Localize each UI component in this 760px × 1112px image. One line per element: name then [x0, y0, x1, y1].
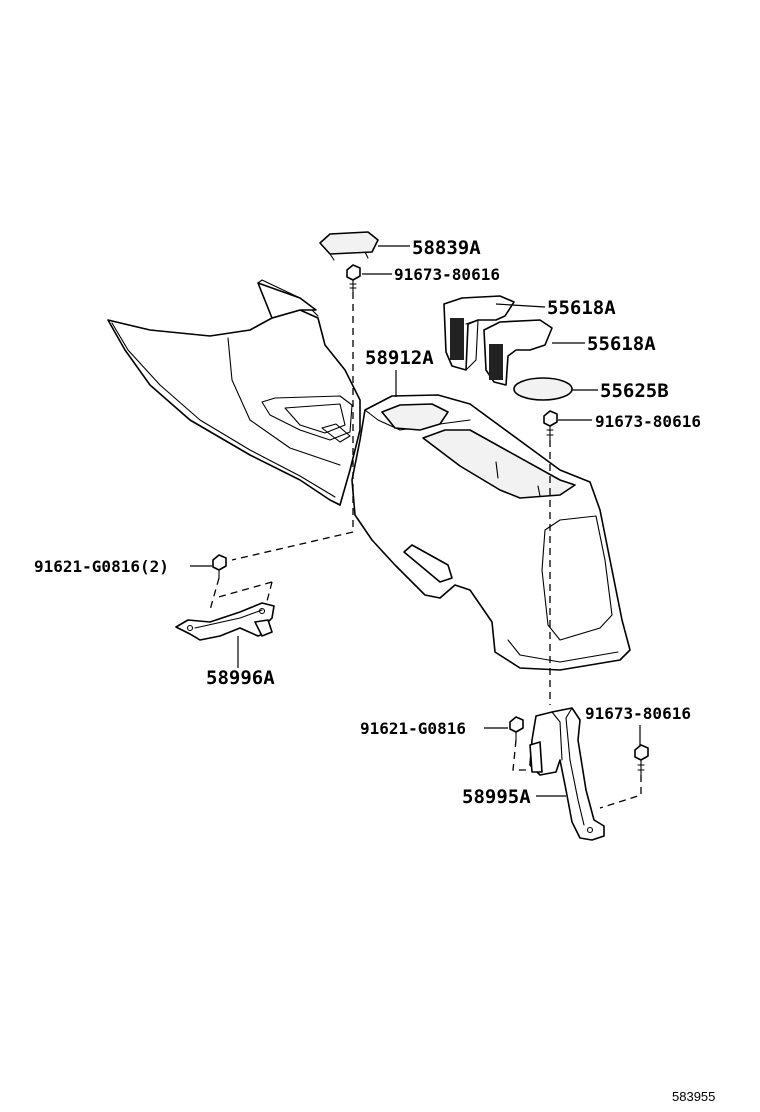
pad-55625b-icon: [513, 377, 573, 401]
console-body: [107, 279, 631, 671]
label-91673-top: 91673-80616: [394, 265, 500, 284]
label-91673-right: 91673-80616: [585, 704, 691, 723]
part-labels: 58839A 91673-80616 55618A 55618A 58912A …: [34, 237, 701, 808]
bracket-58996a-icon: [175, 602, 275, 641]
label-91621-right: 91621-G0816: [360, 719, 466, 738]
label-58839a: 58839A: [412, 237, 481, 259]
bracket-58995a-icon: [529, 707, 605, 841]
label-55618a-2: 55618A: [587, 333, 656, 355]
dashed-lines: [209, 292, 642, 809]
label-55618a-1: 55618A: [547, 297, 616, 319]
reference-number: 583955: [672, 1089, 715, 1104]
label-58912a: 58912A: [365, 347, 434, 369]
lid-58839a-icon: [319, 231, 379, 261]
label-58996a: 58996A: [206, 667, 275, 689]
label-55625b: 55625B: [600, 380, 669, 402]
cupholder-insert-55618a-2-icon: [483, 319, 553, 386]
bolt-top-icon: [346, 264, 361, 293]
bolt-right-lower-icon: [634, 744, 649, 776]
cupholder-insert-55618a-1-icon: [443, 295, 515, 371]
bolt-mid-icon: [543, 410, 558, 441]
label-91673-mid: 91673-80616: [595, 412, 701, 431]
label-91621-left: 91621-G0816(2): [34, 557, 169, 576]
leader-lines: [190, 245, 641, 797]
label-58995a: 58995A: [462, 786, 531, 808]
bolt-right-upper-icon: [509, 716, 524, 741]
bolt-left-icon: [212, 554, 227, 579]
